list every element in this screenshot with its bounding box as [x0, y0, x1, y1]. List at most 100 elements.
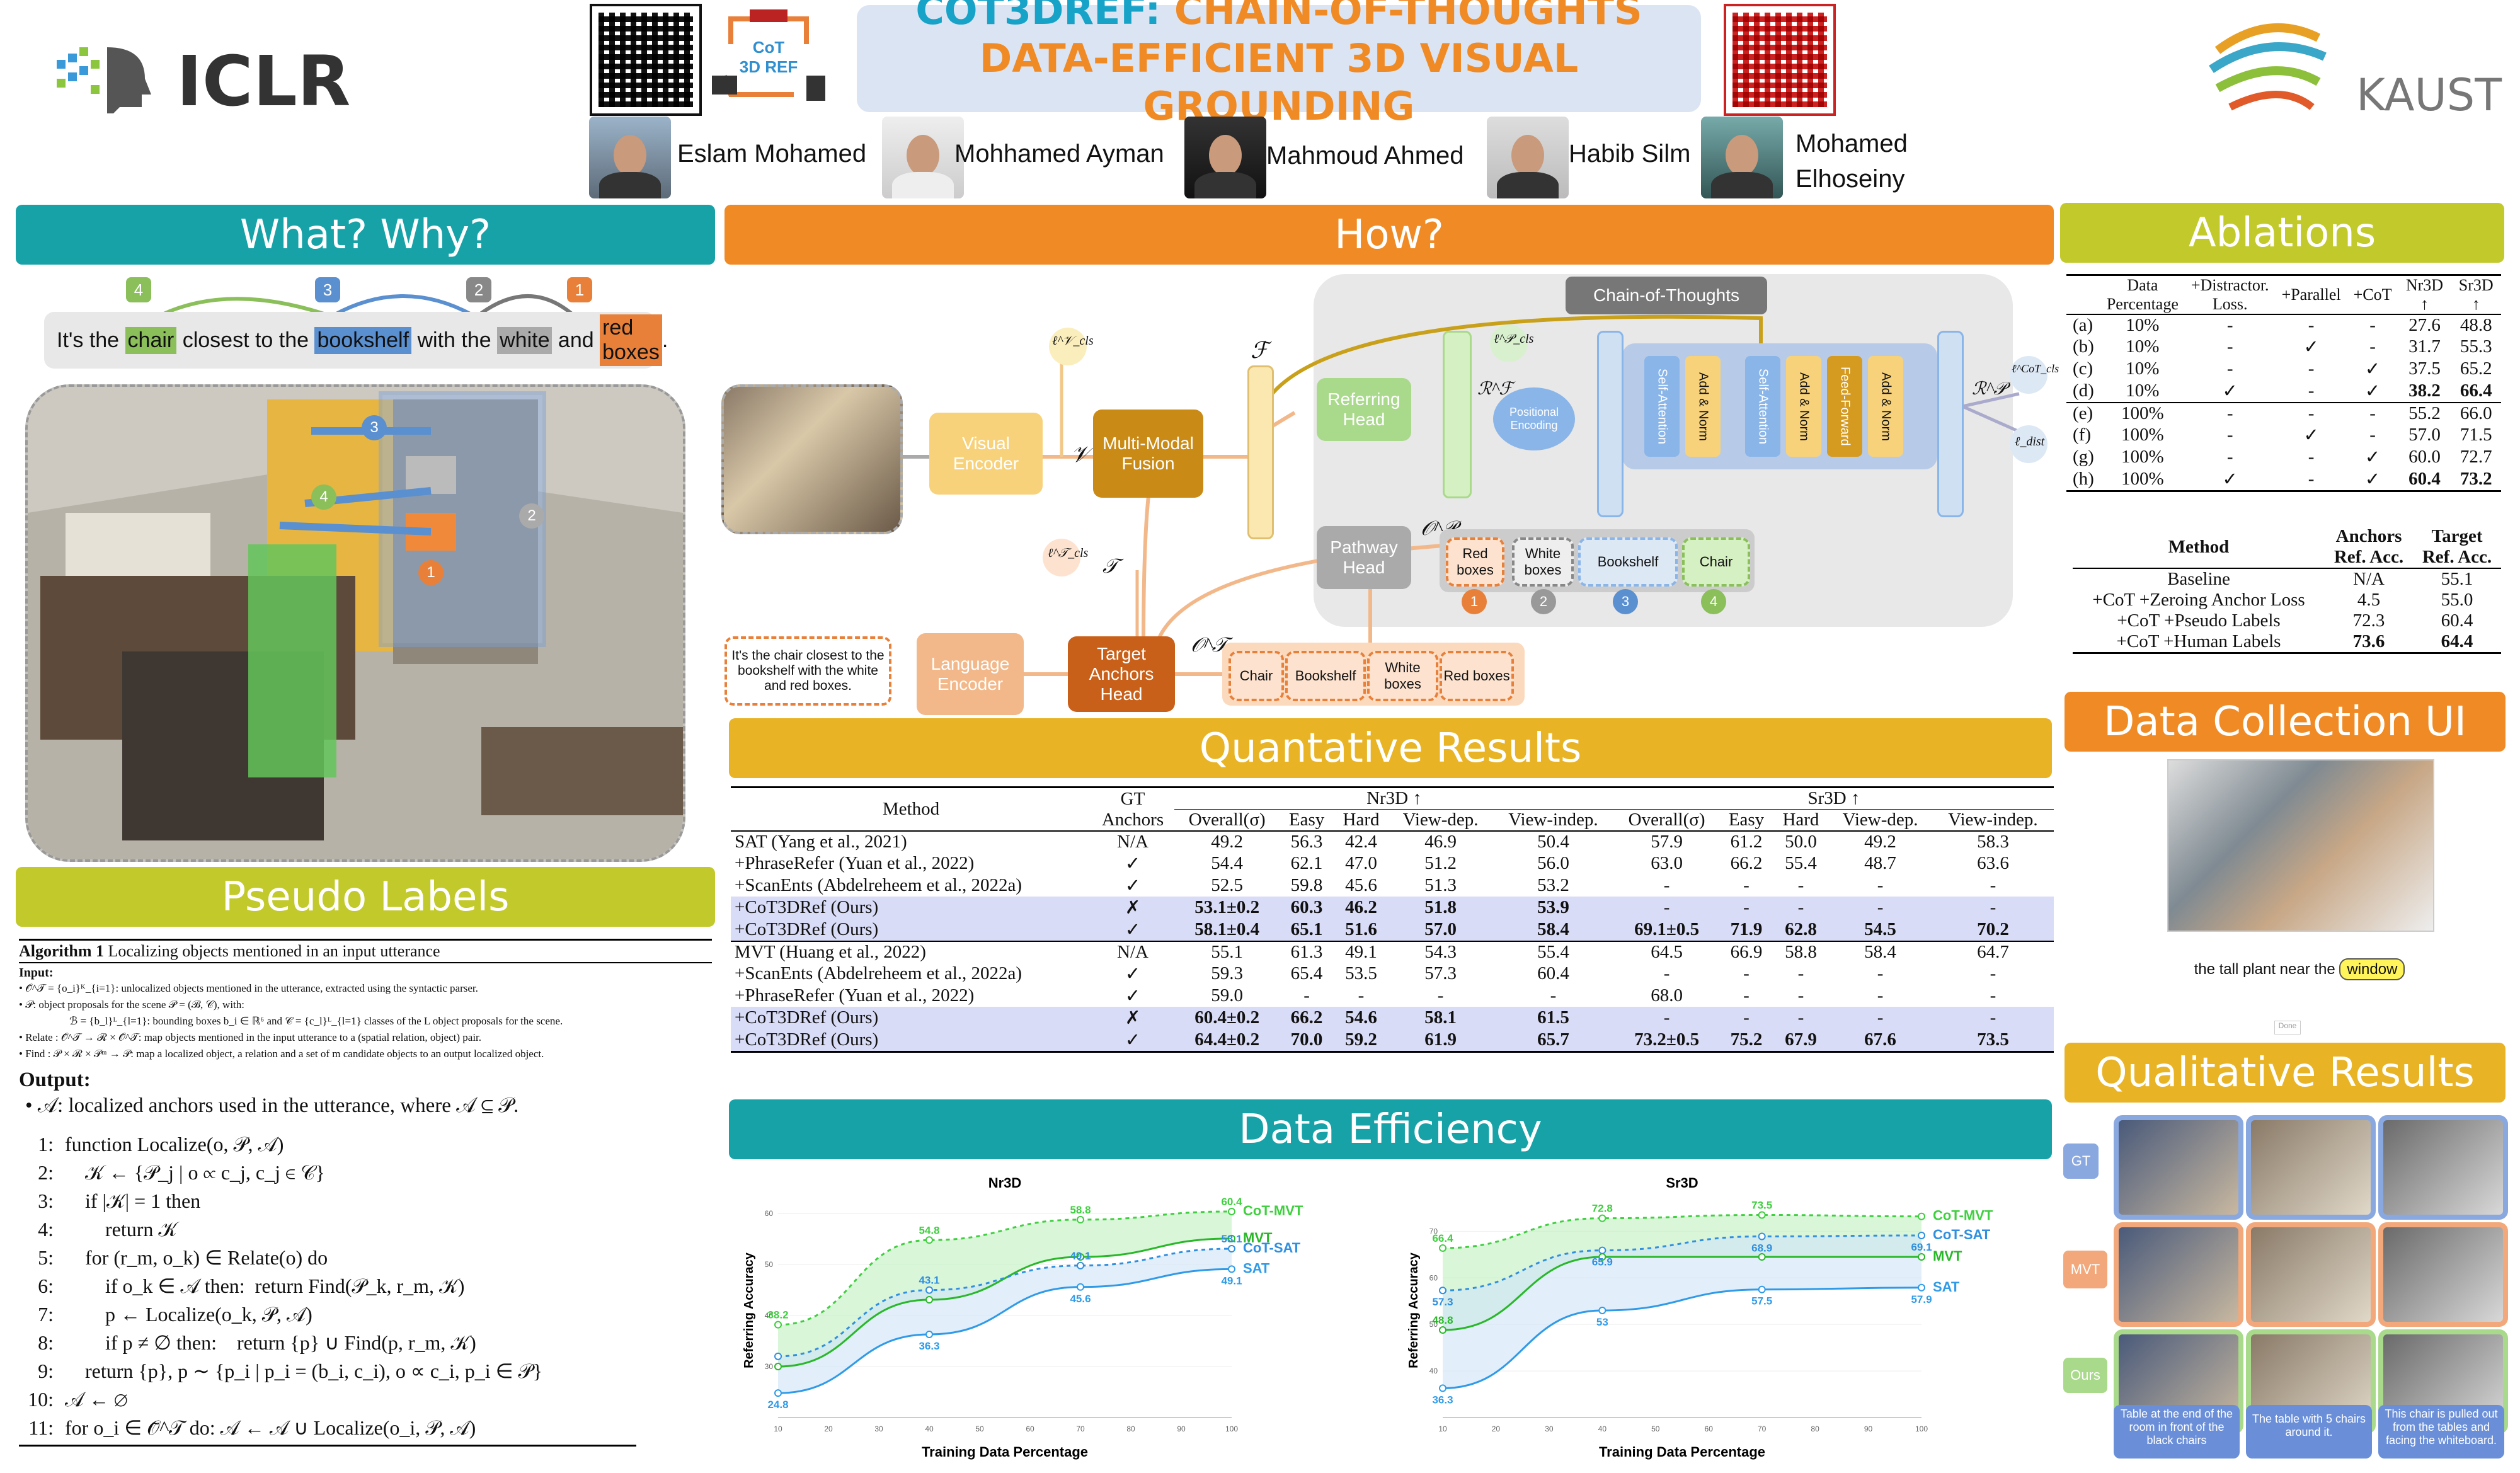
abl2-header-row: Method Anchors Ref. Acc. Target Ref. Acc… — [2073, 526, 2501, 568]
ablation-cell: 55.2 — [2408, 403, 2441, 423]
res-value-cell: 61.3 — [1290, 942, 1323, 962]
ablation-cell: - — [2308, 315, 2315, 335]
qr-code-left — [590, 4, 702, 116]
ablation-cell: (e) — [2073, 403, 2093, 423]
res-value-cell: 73.2±0.5 — [1634, 1029, 1700, 1050]
loss-p-cls-icon — [1490, 324, 1528, 362]
ablation-cell: 10% — [2126, 336, 2160, 357]
res-value-cell: - — [1877, 985, 1884, 1006]
res-value-cell: 53.9 — [1537, 897, 1569, 917]
data-ui-done-button[interactable]: Done — [2274, 1021, 2301, 1035]
target-chip-2: Bookshelf — [1285, 651, 1366, 701]
y-tick-label: 60 — [765, 1209, 774, 1218]
data-label: 36.3 — [919, 1340, 939, 1352]
series-legend-label: MVT — [1933, 1248, 1962, 1264]
ablation-cell: (d) — [2073, 381, 2094, 401]
data-ui-highlight[interactable]: window — [2339, 958, 2405, 980]
ablation2-cell: 64.4 — [2441, 631, 2473, 651]
series-gap-fill — [778, 1211, 1232, 1367]
res-value-cell: 47.0 — [1345, 853, 1377, 873]
algo-line-number: 3: — [38, 1189, 54, 1212]
data-label: 66.4 — [1432, 1232, 1453, 1244]
res-value-cell: 65.1 — [1290, 919, 1323, 939]
ablation-cell: 27.6 — [2408, 315, 2441, 335]
qual-row-label-mvt: MVT — [2063, 1251, 2107, 1288]
res-value-cell: 50.4 — [1537, 832, 1569, 852]
scene-badge-3: 3 — [362, 415, 387, 440]
algo-lines: 1:function Localize(o, 𝒫, 𝒜)2: 𝒦 ← {𝒫_j … — [19, 1130, 712, 1442]
algo-title: Algorithm 1 Localizing objects mentioned… — [19, 941, 712, 963]
res-value-cell: 71.9 — [1730, 919, 1763, 939]
algo-line-code: for (r_m, o_k) ∈ Relate(o) do — [65, 1246, 328, 1269]
algo-input-item: • Find : 𝒫 × ℛ × 𝒫ᵐ → 𝒫: map a localized… — [19, 1048, 544, 1060]
series-line-mvt — [1442, 1256, 1922, 1331]
ablation-cell: - — [2226, 425, 2233, 445]
tokens-column-right — [1937, 331, 1964, 517]
data-point — [1228, 1207, 1235, 1215]
order-badge-1: 1 — [567, 277, 592, 302]
ablation2-cell: 60.4 — [2441, 610, 2473, 631]
res-value-cell: 67.9 — [1785, 1029, 1817, 1050]
res-value-cell: 45.6 — [1345, 875, 1377, 895]
res-method-cell: +CoT3DRef (Ours) — [735, 897, 879, 917]
res-value-cell: - — [1663, 897, 1670, 917]
res-value-cell: 64.4±0.2 — [1194, 1029, 1260, 1050]
ablation-cell: - — [2226, 403, 2233, 423]
abl-h-data: Data Percentage — [2106, 276, 2179, 313]
pathway-chip-4: Chair — [1682, 537, 1750, 587]
res-value-cell: - — [1743, 985, 1750, 1006]
res-subheader-cell: View-indep. — [1508, 810, 1598, 830]
algo-line: 11:for o_i ∈ 𝒪̃^𝒯 do: 𝒜 ← 𝒜 ∪ Localize(o… — [19, 1414, 712, 1442]
res-value-cell: 60.4±0.2 — [1194, 1007, 1260, 1028]
res-value-cell: 46.9 — [1424, 832, 1457, 852]
algo-input-label: Input: — [19, 966, 54, 980]
algo-line: 8: if p ≠ ∅ then: return {p} ∪ Find(p, r… — [19, 1329, 712, 1357]
res-value-cell: - — [1877, 875, 1884, 895]
res-value-cell: - — [1303, 985, 1310, 1006]
banner-how: How? — [724, 205, 2054, 265]
x-tick-label: 30 — [1545, 1424, 1554, 1433]
abl2-h-target: Target Ref. Acc. — [2422, 526, 2492, 567]
data-label: 49.1 — [1221, 1275, 1242, 1287]
res-value-cell: 66.2 — [1290, 1007, 1323, 1028]
ablation-cell: 100% — [2121, 447, 2164, 467]
algo-input-item: • 𝒪̃^𝒯 = {o_i}ᴷ_{i=1}: unlocalized objec… — [19, 982, 478, 994]
res-method-cell: +CoT3DRef (Ours) — [735, 1029, 879, 1050]
data-point — [925, 1296, 933, 1304]
res-value-cell: 66.9 — [1730, 942, 1763, 962]
res-method-cell: SAT (Yang et al., 2021) — [735, 832, 907, 852]
x-tick-label: 80 — [1126, 1424, 1135, 1433]
ablation2-cell: 73.6 — [2352, 631, 2385, 651]
algo-input-item: • Relate : 𝒪̃^𝒯 → ℛ × 𝒪̃^𝒯: map objects … — [19, 1031, 482, 1043]
y-tick-label: 50 — [765, 1260, 774, 1269]
res-value-cell: - — [1663, 963, 1670, 983]
data-point — [1918, 1232, 1925, 1239]
ablation-cell: 37.5 — [2408, 358, 2441, 379]
mm-fusion-block: Multi-Modal Fusion — [1093, 410, 1203, 498]
x-tick-label: 100 — [1225, 1424, 1238, 1433]
data-point — [1598, 1307, 1606, 1314]
input-scene-thumbnail — [721, 384, 903, 534]
data-ui-caption-text: the tall plant near the — [2194, 961, 2340, 978]
ablation-cell: - — [2308, 403, 2315, 423]
data-point — [1077, 1215, 1084, 1224]
feed-forward-label: Feed-Forward — [1838, 367, 1852, 446]
ablation-cell: - — [2226, 447, 2233, 467]
res-value-cell: 58.1±0.4 — [1194, 919, 1260, 939]
res-value-cell: 58.4 — [1537, 919, 1569, 939]
data-point — [1228, 1265, 1235, 1273]
algo-line-number: 1: — [38, 1133, 54, 1155]
y-tick-label: 50 — [1429, 1320, 1438, 1329]
res-value-cell: 68.0 — [1651, 985, 1683, 1006]
iclr-logo: ICLR — [50, 35, 391, 122]
data-point — [925, 1236, 933, 1244]
algo-output-label: Output: — [19, 1069, 91, 1091]
res-gt-cell: ✓ — [1125, 964, 1141, 984]
utterance-arcs: 4 3 2 1 — [120, 277, 624, 334]
res-value-cell: 65.7 — [1537, 1029, 1569, 1050]
ablation-cell: ✓ — [2364, 359, 2381, 379]
